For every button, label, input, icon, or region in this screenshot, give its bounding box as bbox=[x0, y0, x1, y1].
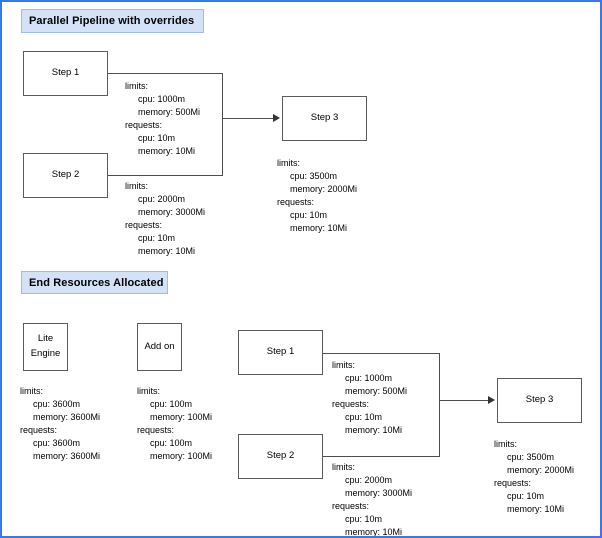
limits-cpu: cpu: 3500m bbox=[507, 452, 555, 463]
resources-lite-engine: limits: cpu: 3600m memory: 3600Mi reques… bbox=[20, 385, 100, 463]
node-bottom-step-2[interactable]: Step 2 bbox=[238, 434, 323, 479]
limits-label: limits: bbox=[277, 158, 300, 168]
connector-top-to-step3 bbox=[222, 118, 274, 119]
resources-bottom-step-2: limits: cpu: 2000m memory: 3000Mi reques… bbox=[332, 461, 413, 538]
requests-cpu: cpu: 10m bbox=[507, 491, 545, 502]
limits-memory: memory: 2000Mi bbox=[290, 184, 358, 195]
limits-label: limits: bbox=[494, 439, 517, 449]
limits-cpu: cpu: 1000m bbox=[345, 373, 393, 384]
limits-label: limits: bbox=[20, 386, 43, 396]
node-add-on[interactable]: Add on bbox=[137, 323, 182, 371]
limits-memory: memory: 500Mi bbox=[345, 386, 408, 397]
node-top-step-3[interactable]: Step 3 bbox=[282, 96, 367, 141]
requests-memory: memory: 10Mi bbox=[138, 246, 196, 257]
limits-cpu: cpu: 3600m bbox=[33, 399, 81, 410]
section-title-parallel-pipeline: Parallel Pipeline with overrides bbox=[21, 9, 204, 33]
resources-top-step-3: limits: cpu: 3500m memory: 2000Mi reques… bbox=[277, 157, 357, 235]
requests-cpu: cpu: 100m bbox=[150, 438, 193, 449]
resources-top-step-2: limits: cpu: 2000m memory: 3000Mi reques… bbox=[125, 180, 205, 258]
limits-cpu: cpu: 2000m bbox=[345, 475, 393, 486]
node-top-step-1[interactable]: Step 1 bbox=[23, 51, 108, 96]
limits-label: limits: bbox=[332, 462, 355, 472]
requests-memory: memory: 100Mi bbox=[150, 451, 213, 462]
connector-bottom-step1-horizontal bbox=[323, 353, 440, 354]
limits-memory: memory: 2000Mi bbox=[507, 465, 575, 476]
requests-memory: memory: 10Mi bbox=[290, 223, 348, 234]
requests-memory: memory: 10Mi bbox=[345, 527, 403, 538]
arrowhead-bottom-step3 bbox=[488, 396, 495, 404]
resources-bottom-step-1: limits: cpu: 1000m memory: 500Mi request… bbox=[332, 359, 407, 437]
limits-cpu: cpu: 1000m bbox=[138, 94, 186, 105]
requests-cpu: cpu: 10m bbox=[345, 514, 383, 525]
limits-memory: memory: 3000Mi bbox=[138, 207, 206, 218]
resources-top-step-1: limits: cpu: 1000m memory: 500Mi request… bbox=[125, 80, 200, 158]
requests-cpu: cpu: 10m bbox=[138, 233, 176, 244]
requests-label: requests: bbox=[332, 399, 370, 410]
limits-cpu: cpu: 3500m bbox=[290, 171, 338, 182]
node-lite-engine[interactable]: Lite Engine bbox=[23, 323, 68, 371]
requests-label: requests: bbox=[332, 501, 370, 512]
limits-cpu: cpu: 2000m bbox=[138, 194, 186, 205]
requests-cpu: cpu: 10m bbox=[345, 412, 383, 423]
requests-label: requests: bbox=[494, 478, 532, 489]
resources-add-on: limits: cpu: 100m memory: 100Mi requests… bbox=[137, 385, 212, 463]
requests-cpu: cpu: 10m bbox=[138, 133, 176, 144]
requests-label: requests: bbox=[137, 425, 175, 436]
connector-top-step2-horizontal bbox=[108, 175, 223, 176]
arrowhead-top-step3 bbox=[273, 114, 280, 122]
limits-memory: memory: 3000Mi bbox=[345, 488, 413, 499]
requests-memory: memory: 10Mi bbox=[507, 504, 565, 515]
node-lite-engine-label-line2: Engine bbox=[30, 348, 61, 359]
limits-cpu: cpu: 100m bbox=[150, 399, 193, 410]
requests-memory: memory: 10Mi bbox=[138, 146, 196, 157]
connector-bottom-junction-vertical bbox=[439, 353, 440, 457]
limits-label: limits: bbox=[137, 386, 160, 396]
limits-label: limits: bbox=[125, 81, 148, 91]
requests-memory: memory: 10Mi bbox=[345, 425, 403, 436]
connector-top-step1-horizontal bbox=[108, 73, 223, 74]
node-bottom-step-3[interactable]: Step 3 bbox=[497, 378, 582, 423]
section-title-end-resources: End Resources Allocated bbox=[21, 271, 168, 294]
requests-label: requests: bbox=[125, 220, 163, 231]
limits-label: limits: bbox=[332, 360, 355, 370]
connector-top-junction-vertical bbox=[222, 73, 223, 176]
node-bottom-step-1[interactable]: Step 1 bbox=[238, 330, 323, 375]
node-top-step-2[interactable]: Step 2 bbox=[23, 153, 108, 198]
requests-label: requests: bbox=[20, 425, 58, 436]
connector-bottom-step2-horizontal bbox=[323, 456, 440, 457]
requests-cpu: cpu: 10m bbox=[290, 210, 328, 221]
limits-label: limits: bbox=[125, 181, 148, 191]
requests-label: requests: bbox=[277, 197, 315, 208]
resources-bottom-step-3: limits: cpu: 3500m memory: 2000Mi reques… bbox=[494, 438, 574, 516]
requests-cpu: cpu: 3600m bbox=[33, 438, 81, 449]
requests-label: requests: bbox=[125, 120, 163, 131]
requests-memory: memory: 3600Mi bbox=[33, 451, 101, 462]
limits-memory: memory: 3600Mi bbox=[33, 412, 101, 423]
node-lite-engine-label-line1: Lite bbox=[37, 333, 54, 345]
limits-memory: memory: 500Mi bbox=[138, 107, 201, 118]
limits-memory: memory: 100Mi bbox=[150, 412, 213, 423]
connector-bottom-to-step3 bbox=[439, 400, 490, 401]
